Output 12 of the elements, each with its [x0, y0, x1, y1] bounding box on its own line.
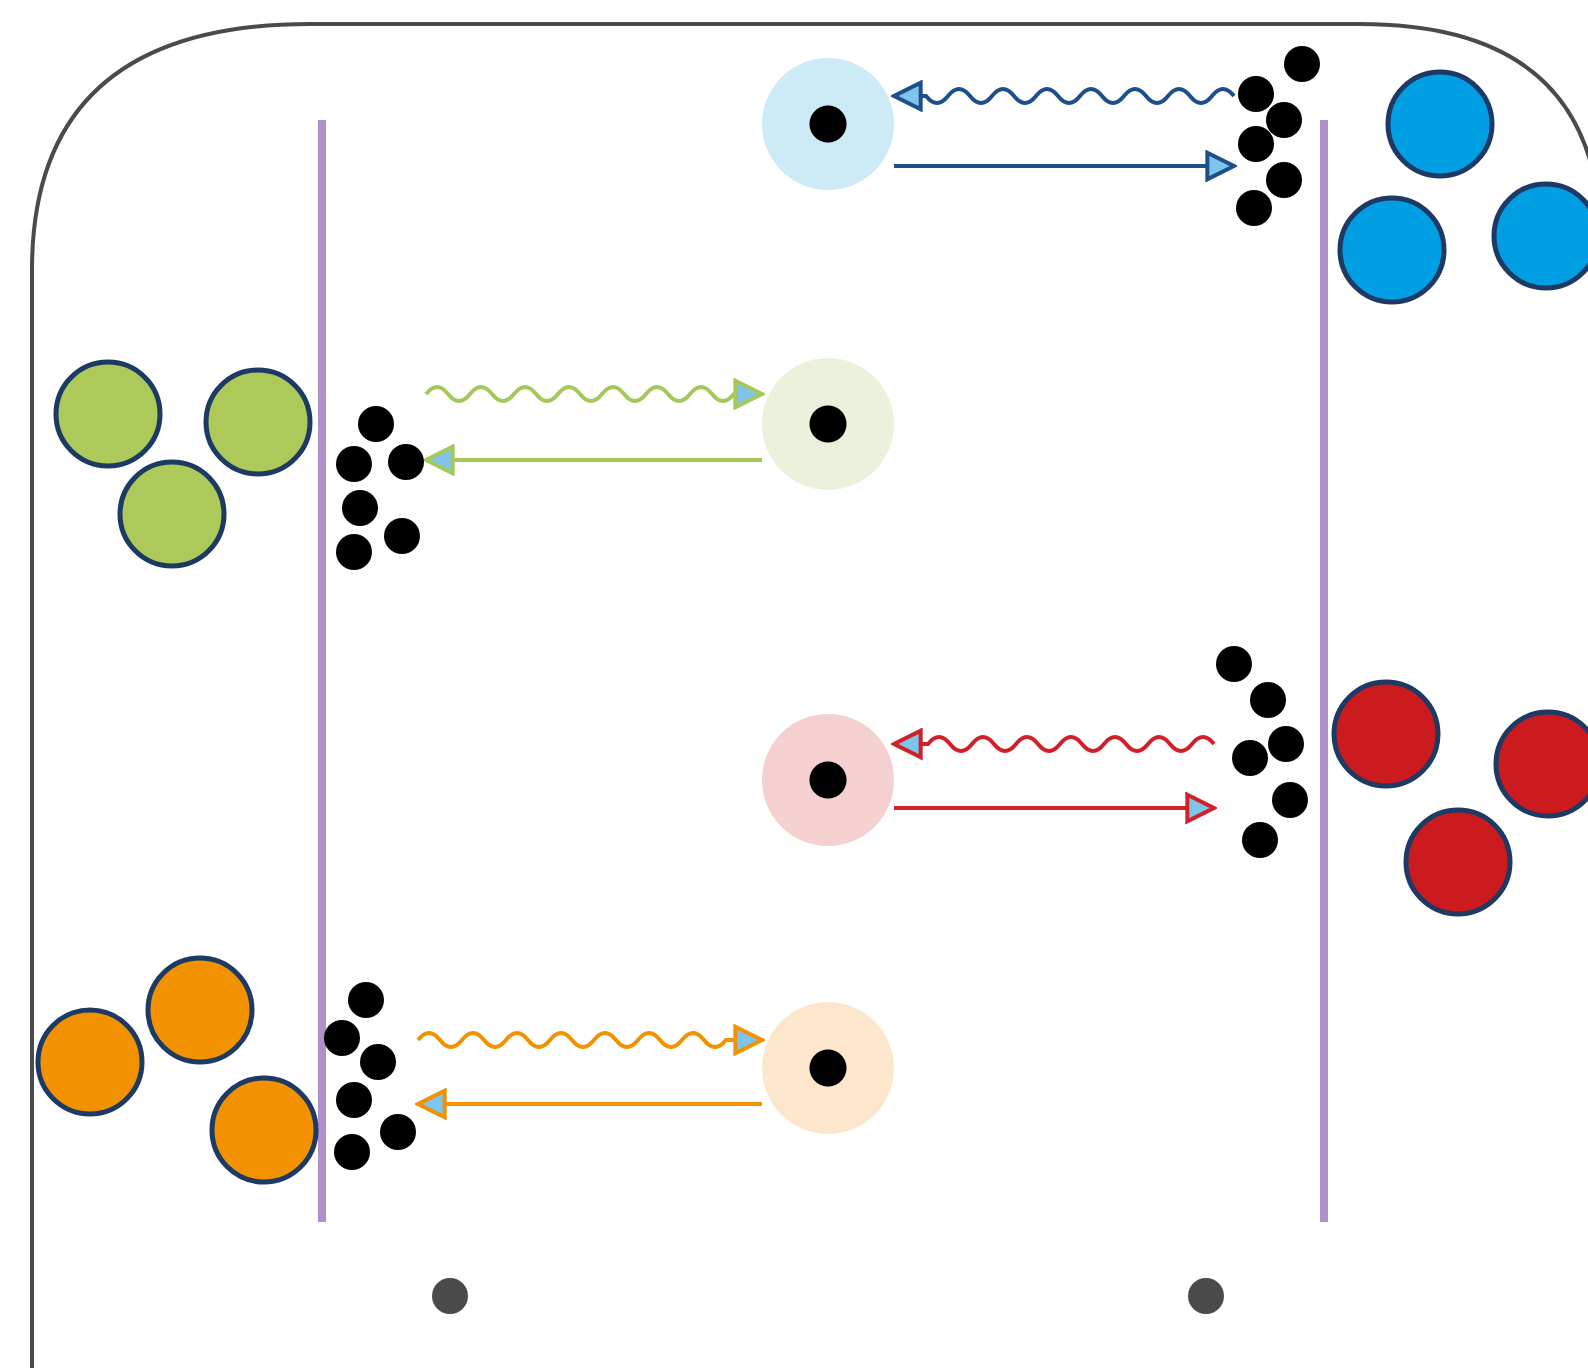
arrow: [892, 80, 1236, 112]
dot-cluster: [1214, 644, 1310, 862]
arrow: [894, 150, 1236, 182]
arrow: [894, 792, 1216, 824]
dot-cluster: [1234, 42, 1324, 228]
arrow: [424, 378, 764, 410]
arrow: [416, 1024, 764, 1056]
arrow: [416, 1088, 762, 1120]
dot-cluster: [334, 404, 426, 572]
arrow: [424, 444, 762, 476]
dot-cluster: [322, 980, 418, 1172]
arrow: [892, 728, 1216, 760]
